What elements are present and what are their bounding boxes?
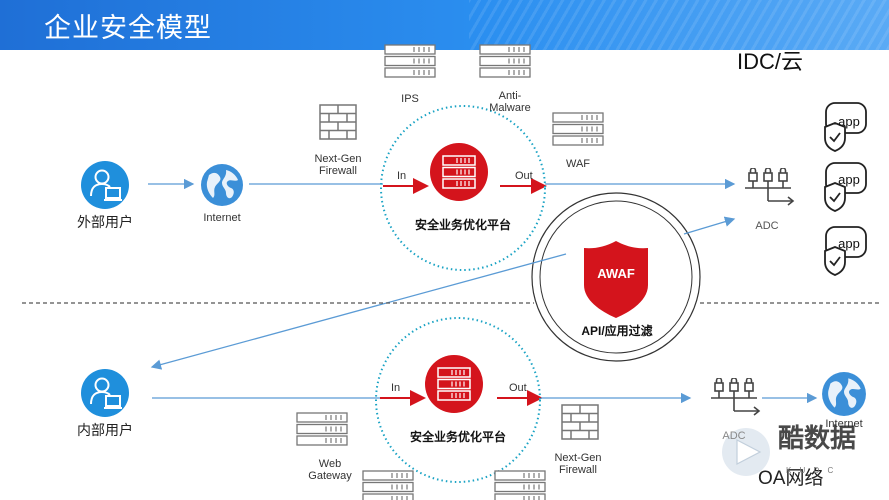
top-platform-hub-icon bbox=[429, 142, 489, 202]
internet-globe-icon bbox=[201, 164, 243, 206]
bottom-platform-circle bbox=[375, 317, 541, 483]
anti-malware-label: Anti- Malware bbox=[489, 90, 531, 114]
anti-malware-server-icon bbox=[479, 44, 531, 78]
app-label-1: app bbox=[838, 114, 860, 129]
app-shield-icon-2 bbox=[824, 162, 867, 212]
awaf-shield-label: AWAF bbox=[597, 266, 635, 281]
platform-label-top: 安全业务优化平台 bbox=[414, 218, 512, 232]
firewall-label-bottom: Next-Gen Firewall bbox=[554, 452, 602, 476]
internal-user-label: 内部用户 bbox=[77, 422, 133, 438]
in-label-top: In bbox=[397, 170, 407, 182]
waf-server-icon bbox=[552, 112, 604, 146]
out-label-top: Out bbox=[515, 170, 533, 182]
ips-server-icon bbox=[384, 44, 436, 78]
bottom-firewall-brick-icon bbox=[561, 404, 599, 440]
app-label-2: app bbox=[838, 172, 860, 187]
watermark-text: 酷数据 bbox=[778, 423, 857, 453]
arrow-awaf-to-adc bbox=[683, 216, 736, 235]
awaf-caption: API/应用过滤 bbox=[581, 324, 653, 338]
page-title: 企业安全模型 bbox=[44, 13, 212, 44]
bottom-adc-load-balancer-icon bbox=[710, 378, 760, 416]
adc-load-balancer-icon bbox=[744, 168, 794, 206]
cloud-label: IDC/云 bbox=[737, 49, 804, 74]
internal-user-icon bbox=[80, 368, 130, 418]
web-gateway-label: Web Gateway bbox=[308, 458, 352, 482]
adc-label-top: ADC bbox=[755, 220, 779, 232]
platform-label-bottom: 安全业务优化平台 bbox=[409, 430, 507, 444]
firewall-brick-icon bbox=[319, 104, 357, 140]
waf-label: WAF bbox=[565, 158, 591, 170]
app-label-3: app bbox=[838, 236, 860, 251]
bottom-server-icon-1 bbox=[362, 470, 414, 500]
out-label-bottom: Out bbox=[509, 382, 527, 394]
awaf-shield-icon bbox=[584, 241, 648, 318]
awaf-inner-ring bbox=[539, 200, 693, 354]
arrow-awaf-to-internal-user bbox=[150, 253, 567, 370]
watermark-logo-icon bbox=[722, 428, 770, 476]
top-platform-circle bbox=[380, 105, 546, 271]
firewall-label-top: Next-Gen Firewall bbox=[314, 153, 362, 177]
app-shield-icon-3 bbox=[824, 226, 867, 276]
adc-label-bottom: ADC bbox=[722, 430, 746, 442]
internet-label-bottom: Internet bbox=[825, 418, 863, 430]
title-bar-pattern bbox=[469, 0, 889, 50]
ips-label: IPS bbox=[401, 93, 419, 105]
in-label-bottom: In bbox=[391, 382, 401, 394]
bottom-platform-hub-icon bbox=[424, 354, 484, 414]
watermark-subtext: K U D C bbox=[786, 466, 837, 475]
oa-network-label: OA网络 bbox=[758, 468, 824, 489]
bottom-server-icon-2 bbox=[494, 470, 546, 500]
web-gateway-server-icon bbox=[296, 412, 348, 446]
bottom-internet-globe-icon bbox=[822, 372, 866, 416]
internet-label-top: Internet bbox=[203, 212, 241, 224]
external-user-label: 外部用户 bbox=[77, 214, 133, 230]
external-user-icon bbox=[80, 160, 130, 210]
title-bar: 企业安全模型 bbox=[0, 0, 889, 50]
